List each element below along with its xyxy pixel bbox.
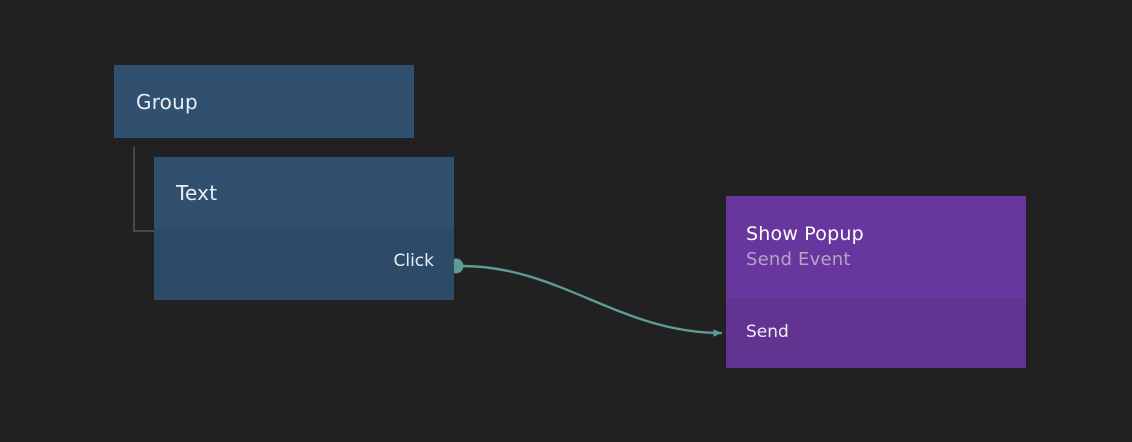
node-show-popup-body[interactable]: Send xyxy=(726,298,1026,368)
node-text-body[interactable]: Click xyxy=(154,229,454,300)
tree-bracket-line xyxy=(133,147,160,232)
node-show-popup-subtitle: Send Event xyxy=(746,249,851,270)
connection-click-to-send[interactable] xyxy=(460,264,723,337)
node-text-title: Text xyxy=(176,181,218,205)
node-group-header[interactable]: Group xyxy=(114,65,414,138)
input-port-send[interactable]: Send xyxy=(746,322,789,342)
input-port-send-label: Send xyxy=(746,322,789,342)
node-group[interactable]: Group xyxy=(114,65,414,138)
node-show-popup-title: Show Popup xyxy=(746,223,864,245)
output-port-click-label: Click xyxy=(393,251,434,271)
output-port-click[interactable]: Click xyxy=(393,251,434,271)
node-group-title: Group xyxy=(136,89,198,114)
node-show-popup-header[interactable]: Show Popup Send Event xyxy=(726,196,1026,298)
node-show-popup[interactable]: Show Popup Send Event Send xyxy=(726,196,1026,368)
node-text[interactable]: Text Click xyxy=(154,157,454,300)
node-text-header[interactable]: Text xyxy=(154,157,454,229)
